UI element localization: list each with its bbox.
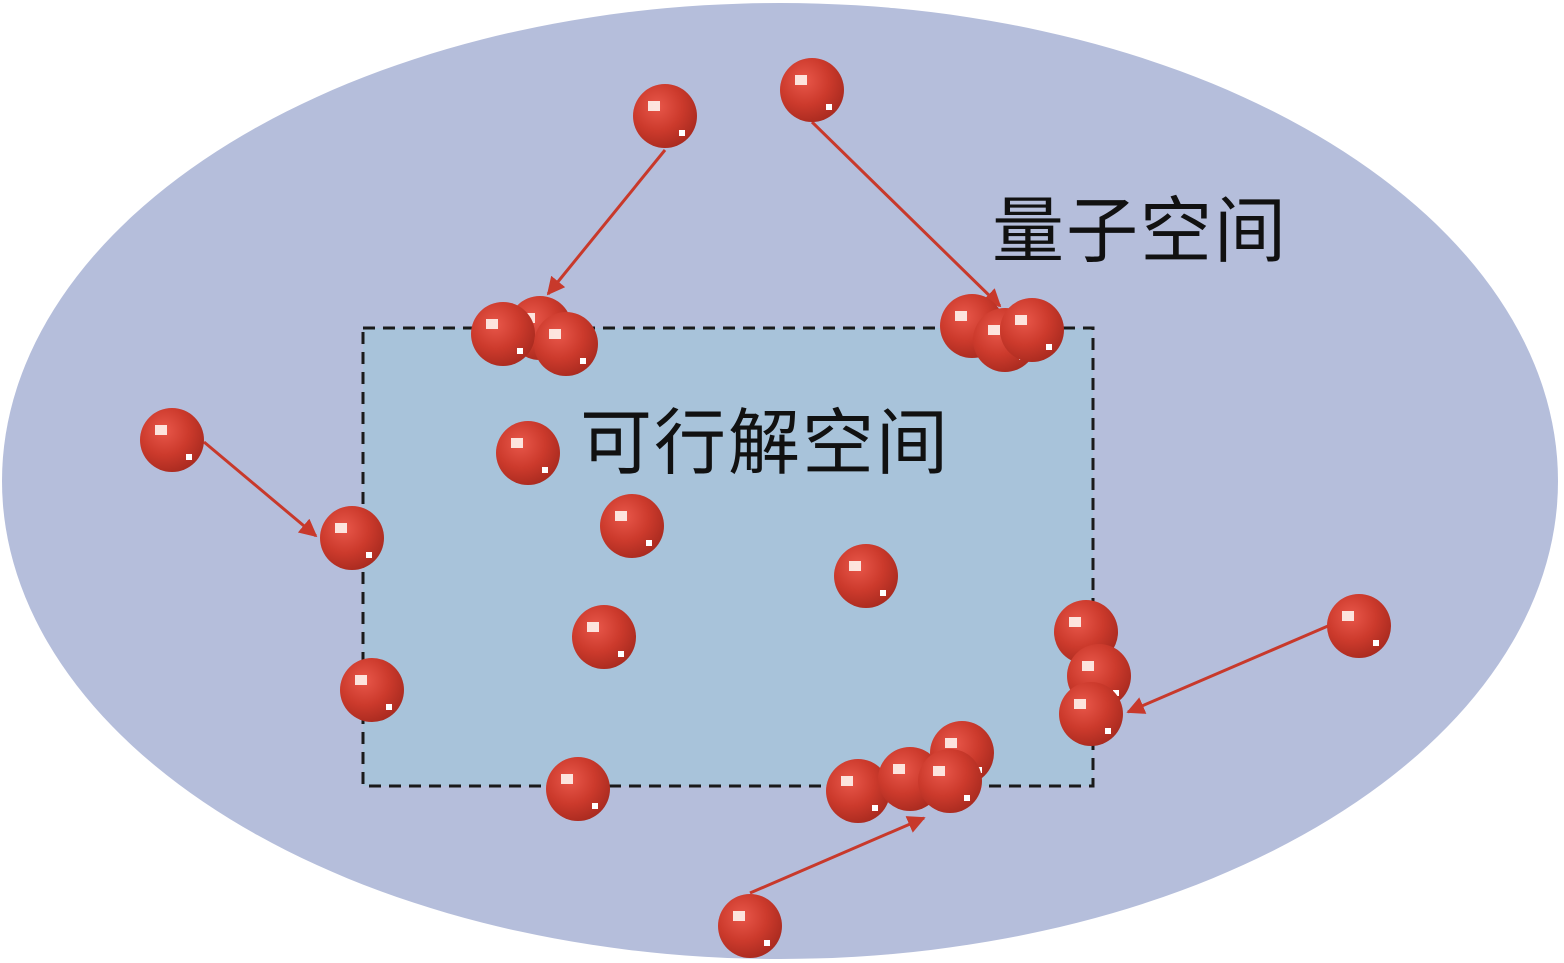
particle [633, 84, 697, 148]
particle-body [834, 544, 898, 608]
particle-highlight [648, 101, 660, 111]
particle-sparkle [1046, 344, 1052, 350]
particle-sparkle [646, 540, 652, 546]
particle-body [572, 605, 636, 669]
particle-sparkle [517, 348, 523, 354]
particle [340, 658, 404, 722]
particle-sparkle [764, 940, 770, 946]
movement-arrow [749, 816, 926, 895]
movement-arrow [810, 120, 1002, 308]
particle-sparkle [542, 467, 548, 473]
particle [471, 302, 535, 366]
particle-highlight [988, 325, 1000, 335]
particle-body [140, 408, 204, 472]
feasible-solution-region [361, 326, 1095, 788]
particle-body [600, 494, 664, 558]
particle [572, 605, 636, 669]
particle-highlight [355, 675, 367, 685]
particle-highlight [511, 438, 523, 448]
feasible-space-label: 可行解空间 [580, 401, 951, 485]
particle [718, 894, 782, 958]
particle [320, 506, 384, 570]
particles [140, 58, 1391, 958]
particle-highlight [587, 622, 599, 632]
particle-sparkle [580, 358, 586, 364]
particle [534, 312, 598, 376]
particle-highlight [1015, 315, 1027, 325]
particle-body [1000, 298, 1064, 362]
particle [780, 58, 844, 122]
particle-sparkle [618, 651, 624, 657]
particle-sparkle [1373, 640, 1379, 646]
particle [1059, 682, 1123, 746]
particle-body [1059, 682, 1123, 746]
particle [496, 421, 560, 485]
particle-highlight [795, 75, 807, 85]
particle-sparkle [386, 704, 392, 710]
particle [1327, 594, 1391, 658]
particle-highlight [933, 766, 945, 776]
quantum-space-label: 量子空间 [992, 189, 1289, 273]
particle [1000, 298, 1064, 362]
particle-highlight [945, 738, 957, 748]
particle-sparkle [826, 104, 832, 110]
particle-highlight [841, 776, 853, 786]
particle-body [546, 757, 610, 821]
particle-sparkle [186, 454, 192, 460]
particle-highlight [893, 764, 905, 774]
particle-highlight [549, 329, 561, 339]
particle [834, 544, 898, 608]
particle-body [633, 84, 697, 148]
particle-body [534, 312, 598, 376]
particle-body [918, 749, 982, 813]
particle-highlight [1082, 661, 1094, 671]
particle [918, 749, 982, 813]
particle-highlight [1069, 617, 1081, 627]
particle-body [340, 658, 404, 722]
particle-body [320, 506, 384, 570]
particle-sparkle [366, 552, 372, 558]
movement-arrow [203, 440, 318, 538]
particle-sparkle [679, 130, 685, 136]
particle-highlight [155, 425, 167, 435]
particle-highlight [335, 523, 347, 533]
particle-highlight [486, 319, 498, 329]
particle [546, 757, 610, 821]
particle-highlight [615, 511, 627, 521]
particle-sparkle [1113, 690, 1119, 696]
particle [826, 759, 890, 823]
particle [140, 408, 204, 472]
movement-arrows [203, 120, 1329, 895]
particle-body [718, 894, 782, 958]
particle [600, 494, 664, 558]
particle-body [471, 302, 535, 366]
particle-highlight [1342, 611, 1354, 621]
particle-highlight [955, 311, 967, 321]
particle-sparkle [1105, 728, 1111, 734]
particle-sparkle [872, 805, 878, 811]
particle-sparkle [592, 803, 598, 809]
particle-highlight [849, 561, 861, 571]
particle-highlight [561, 774, 573, 784]
particle-body [1327, 594, 1391, 658]
movement-arrow [546, 149, 667, 296]
particle-sparkle [964, 795, 970, 801]
particle-sparkle [880, 590, 886, 596]
particle-highlight [733, 911, 745, 921]
particle-highlight [1074, 699, 1086, 709]
movement-arrow [1126, 624, 1329, 714]
particle-body [496, 421, 560, 485]
particle-body [780, 58, 844, 122]
